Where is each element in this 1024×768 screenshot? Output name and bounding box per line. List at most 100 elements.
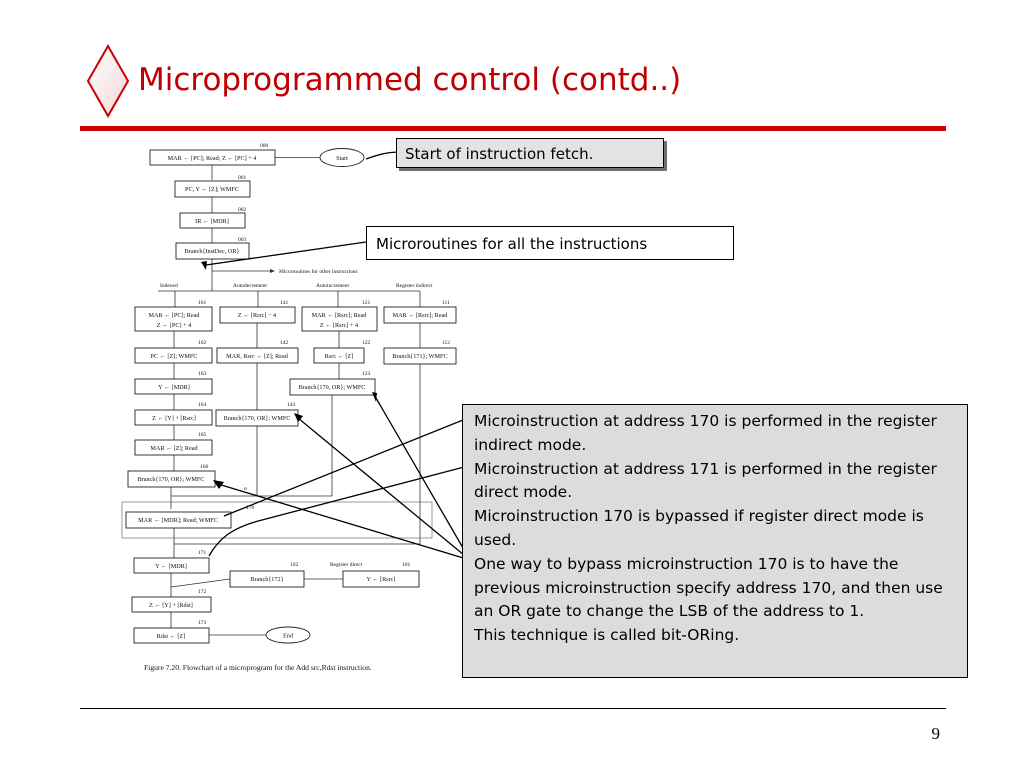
step-121-text1: MAR ← [Rsrc]; Read	[312, 312, 368, 319]
step-161-box	[134, 306, 213, 332]
step-166-box	[127, 470, 216, 488]
step-003-text: Branch{InstDec, OR}	[185, 248, 240, 255]
addr-164: 164	[198, 402, 207, 408]
note-bypass-method: One way to bypass microinstruction 170 i…	[474, 554, 943, 621]
step-164-text: Z ← [Y] + [Rsrc]	[152, 415, 196, 422]
mode-register-direct: Register direct	[330, 562, 363, 568]
step-173-box	[133, 627, 210, 644]
step-172-text: Z ← [Y] + [Rdst]	[149, 602, 193, 609]
figure-caption: Figure 7.20. Flowchart of a microprogram…	[144, 663, 372, 672]
step-002-box	[179, 212, 246, 229]
addr-123: 123	[362, 371, 371, 377]
step-000-text: MAR ← [PC]; Read; Z ← [PC] + 4	[168, 155, 257, 162]
addr-003: 003	[238, 237, 247, 243]
addr-162: 162	[198, 340, 207, 346]
step-161-text1: MAR ← [PC]; Read	[148, 312, 200, 319]
step-112-text: Branch{171}; WMFC	[392, 353, 447, 360]
step-001-box	[174, 180, 251, 198]
title-rule	[80, 126, 946, 131]
step-163-box	[134, 378, 213, 395]
start-label: Start	[336, 155, 348, 162]
step-161-text2: Z ← [PC] + 4	[157, 322, 191, 329]
step-142-box	[216, 347, 299, 364]
mode-autoincrement: Autoincrement	[316, 283, 349, 289]
step-165-text: MAR ← [Z]; Read	[150, 445, 198, 452]
step-143-text: Branch{170, OR}; WMFC	[224, 415, 291, 422]
arrow-note-170	[223, 417, 469, 517]
mode-autodecrement: Autodecrement	[233, 283, 267, 289]
step-171-box	[133, 557, 210, 574]
step-173-text: Rdst ← [Z]	[157, 633, 186, 640]
step-123-text: Branch{170, OR}; WMFC	[299, 384, 366, 391]
callout-microroutines: Microroutines for all the instructions	[366, 226, 734, 260]
addr-122: 122	[362, 340, 371, 346]
addr-172: 172	[198, 589, 207, 595]
arrow-to-166	[217, 483, 471, 561]
step-170-text: MAR ← [MDR]; Read; WMFC	[138, 517, 218, 524]
step-163-text: Y ← [MDR]	[158, 384, 190, 391]
step-162-text: PC ← [Z]; WMFC	[151, 353, 198, 360]
note-171-direct: Microinstruction at address 171 is perfo…	[474, 459, 937, 502]
page-number: 9	[931, 724, 941, 743]
arrow-to-123	[375, 397, 471, 561]
addr-101: 101	[402, 562, 411, 568]
arrowhead-microroutines	[201, 261, 207, 270]
callout-start-fetch: Start of instruction fetch.	[396, 138, 664, 168]
addr-142: 142	[280, 340, 289, 346]
addr-112: 112	[442, 340, 450, 346]
step-141-text: Z ← [Rsrc] − 4	[238, 312, 276, 319]
other-routines-arrowhead	[270, 269, 275, 273]
addr-173: 173	[198, 620, 207, 626]
step-141-box	[219, 306, 296, 324]
connector-102-172	[170, 578, 231, 588]
note-170-bypassed: Microinstruction 170 is bypassed if regi…	[474, 507, 924, 549]
step-166-text: Branch{170, OR}; WMFC	[138, 476, 205, 483]
step-142-text: MAR, Rsrc ← [Z]; Read	[226, 353, 289, 360]
step-171-text: Y ← [MDR]	[155, 563, 187, 570]
diamond-bullet-icon	[86, 43, 130, 119]
addr-143: 143	[287, 402, 296, 408]
step-123-box	[289, 378, 376, 396]
addr-166: 166	[200, 464, 209, 470]
callout-notes: Microinstruction at address 170 is perfo…	[462, 404, 968, 678]
slide-title: Microprogrammed control (contd..)	[138, 62, 682, 98]
end-terminal	[265, 626, 311, 644]
end-label: End	[283, 633, 294, 640]
step-170-box	[125, 511, 232, 529]
arrow-microroutines	[205, 241, 367, 266]
alpha-label: α	[244, 486, 247, 492]
step-162-box	[134, 347, 213, 364]
arrowhead-166	[213, 480, 224, 489]
step-172-box	[131, 596, 212, 613]
addr-161: 161	[198, 300, 207, 306]
step-002-text: IR ← [MDR]	[195, 218, 229, 225]
addr-121: 121	[362, 300, 371, 306]
addr-165: 165	[198, 432, 207, 438]
addr-163: 163	[198, 371, 207, 377]
addr-171: 171	[198, 550, 207, 556]
addr-000: 000	[260, 143, 269, 149]
addr-170: 170	[246, 505, 255, 511]
step-121-text2: Z ← [Rsrc] + 4	[320, 322, 358, 329]
addr-102: 102	[290, 562, 299, 568]
addr-141: 141	[280, 300, 289, 306]
arrow-to-143	[297, 417, 471, 561]
step-003-box	[175, 242, 250, 260]
step-102-text: Branch{172}	[250, 576, 283, 583]
other-routines-label: Microroutines for other instructions	[279, 268, 358, 275]
step-165-box	[134, 439, 213, 456]
step-122-text: Rsrc ← [Z]	[325, 353, 354, 360]
mode-indexed: Indexed	[160, 283, 178, 289]
arrow-note-171	[208, 465, 469, 557]
note-170-indirect: Microinstruction at address 170 is perfo…	[474, 412, 937, 454]
addr-001: 001	[238, 175, 247, 181]
addr-002: 002	[238, 207, 247, 213]
microprogram-flowchart: 000 MAR ← [PC]; Read; Z ← [PC] + 4 Start…	[121, 143, 457, 672]
mode-register-indirect: Register indirect	[396, 283, 433, 289]
step-001-text: PC, Y ← [Z]; WMFC	[185, 186, 239, 193]
step-101-text: Y ← [Rsrc]	[367, 576, 396, 583]
step-164-box	[134, 409, 213, 426]
arrowhead-143	[294, 413, 303, 422]
step-121-box	[301, 306, 378, 332]
